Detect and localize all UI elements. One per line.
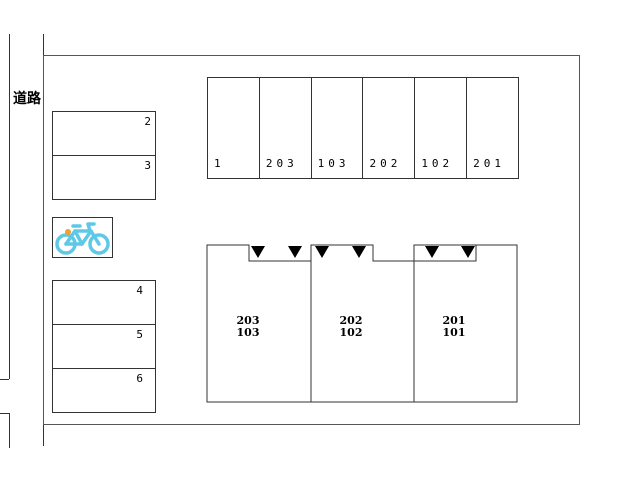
- entrance-triangle-icon: [315, 246, 329, 258]
- storage-slot-5: 5: [52, 324, 156, 369]
- unit-number-upper: 203: [236, 314, 260, 327]
- unit-number-lower: 101: [442, 326, 466, 339]
- entrance-triangle-icon: [251, 246, 265, 258]
- parking-space: 1: [208, 78, 260, 178]
- parking-space-label: 1: [214, 157, 225, 170]
- entrance-triangle-icon: [288, 246, 302, 258]
- lot-boundary: [43, 55, 580, 425]
- parking-space-label: 201: [473, 157, 506, 170]
- parking-space-label: 102: [421, 157, 454, 170]
- parking-row: 1 203 103 202 102 201: [207, 77, 519, 179]
- storage-slot-number: 2: [144, 115, 151, 128]
- unit-number-lower: 103: [236, 326, 260, 339]
- parking-space-label: 203: [265, 157, 298, 170]
- storage-slot-6: 6: [52, 368, 156, 413]
- parking-space: 201: [467, 78, 518, 178]
- parking-space: 202: [363, 78, 416, 178]
- storage-slot-4: 4: [52, 280, 156, 325]
- road-edge-corner-lower: [0, 413, 9, 414]
- parking-space-label: 103: [317, 157, 350, 170]
- parking-space-label: 202: [369, 157, 402, 170]
- entrance-triangle-icon: [352, 246, 366, 258]
- parking-space: 103: [312, 78, 364, 178]
- storage-slot-number: 3: [144, 159, 151, 172]
- road-edge-left-upper: [9, 34, 10, 379]
- road-edge-left-lower: [9, 413, 10, 448]
- unit-number-lower: 102: [339, 326, 363, 339]
- entrance-triangle-icon: [425, 246, 439, 258]
- unit-label-201-101: 201 101: [434, 315, 474, 339]
- storage-slot-number: 6: [136, 372, 143, 385]
- entrance-triangle-icon: [461, 246, 475, 258]
- unit-number-upper: 202: [339, 314, 363, 327]
- parking-space: 102: [415, 78, 468, 178]
- road-edge-corner-upper: [0, 379, 9, 380]
- storage-slot-number: 5: [136, 328, 143, 341]
- bicycle-icon: [55, 222, 110, 255]
- unit-number-upper: 201: [442, 314, 466, 327]
- road-label: 道路: [13, 91, 41, 107]
- unit-label-203-103: 203 103: [228, 315, 268, 339]
- storage-slot-number: 4: [136, 284, 143, 297]
- parking-space: 203: [260, 78, 312, 178]
- bicycle-parking: [52, 217, 113, 258]
- unit-label-202-102: 202 102: [331, 315, 371, 339]
- storage-slot-3: 3: [52, 155, 156, 200]
